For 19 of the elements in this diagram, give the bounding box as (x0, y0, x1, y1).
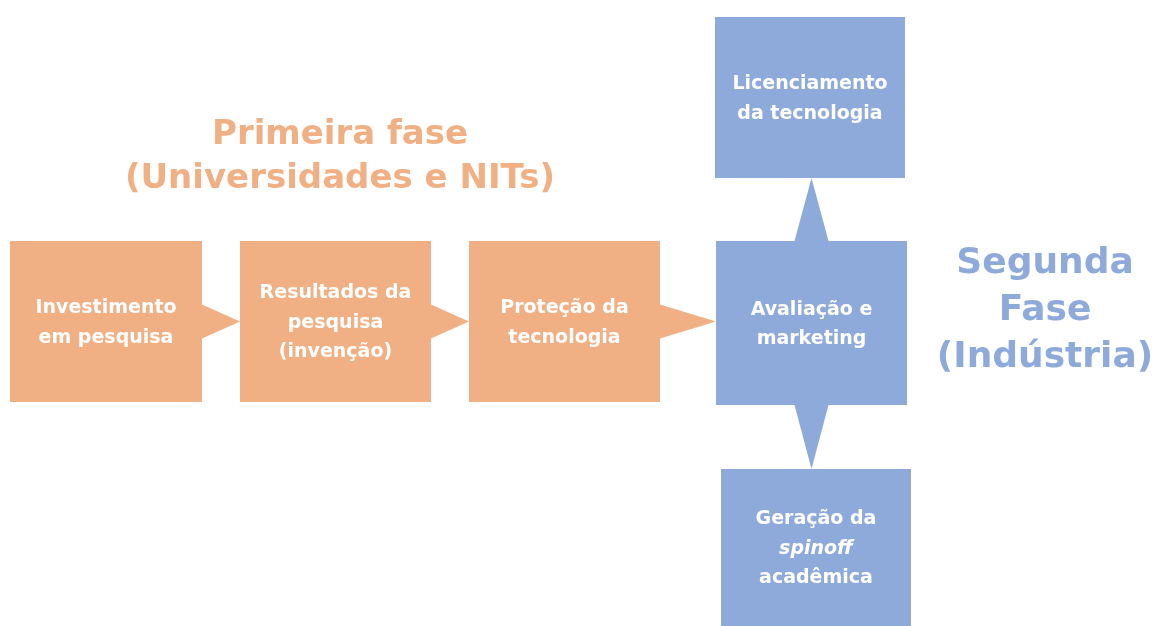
arrow (794, 405, 829, 469)
box-text: Resultados da pesquisa (invenção) (258, 279, 413, 364)
box-text: Proteção da tecnologia (499, 294, 630, 349)
phase-heading: Segunda Fase (Indústria) (935, 239, 1155, 377)
phase-heading: Primeira fase (Universidades e NITs) (123, 111, 557, 199)
box-text: Avaliação e marketing (749, 295, 874, 350)
box-text: Geração da spinoff acadêmica (754, 505, 878, 590)
process-box (10, 241, 202, 402)
process-box (469, 241, 660, 402)
arrow (431, 304, 469, 339)
process-box (715, 17, 905, 178)
box-text: Licenciamento da tecnologia (731, 70, 889, 125)
process-box (716, 241, 907, 405)
box-text: Investimento em pesquisa (34, 294, 178, 349)
arrow (660, 304, 716, 339)
process-box (240, 241, 431, 402)
arrow (202, 304, 240, 339)
arrow (794, 178, 829, 241)
process-box (721, 469, 911, 626)
